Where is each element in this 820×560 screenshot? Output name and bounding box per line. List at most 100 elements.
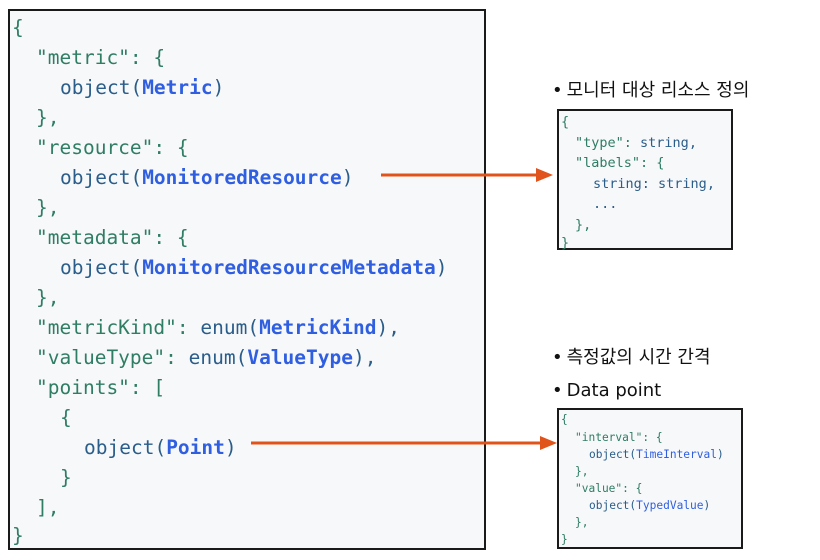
code-line: "metadata": { (36, 223, 189, 253)
punct: : { (153, 226, 189, 249)
code-line: ], (36, 493, 59, 523)
punct: : { (640, 155, 665, 171)
code-line: "metric": { (36, 43, 165, 73)
type-metric-kind: MetricKind (259, 316, 377, 339)
key-value: "value" (575, 482, 623, 495)
key-metric-kind: "metricKind" (36, 316, 177, 339)
code-line: }, (36, 283, 59, 313)
key-value-type: "valueType" (36, 346, 166, 369)
punct: { (60, 406, 72, 429)
code-line: string: string, (593, 174, 715, 195)
type-monitored-resource-metadata: MonitoredResourceMetadata (142, 256, 436, 279)
value-string: string (658, 176, 707, 192)
label-text: 모니터 대상 리소스 정의 (566, 80, 750, 101)
brace-open: { (561, 114, 570, 130)
punct: ) (341, 166, 354, 189)
code-line: }, (575, 463, 588, 480)
code-line: }, (575, 514, 588, 531)
bullet: • (552, 347, 563, 368)
label-resource-definition: •모니터 대상 리소스 정의 (552, 76, 749, 102)
code-line: "resource": { (36, 133, 189, 163)
func-enum: enum( (188, 346, 248, 369)
code-line: "type": string, (575, 133, 697, 154)
key-metadata: "metadata" (36, 226, 154, 249)
bullet: • (552, 380, 563, 401)
punct: : { (153, 136, 189, 159)
type-value-type: ValueType (247, 346, 353, 369)
label-text: Data point (566, 380, 662, 401)
arrow-point-head (540, 436, 557, 450)
code-line: object(MonitoredResourceMetadata) (60, 253, 447, 283)
code-line: "interval": { (575, 429, 663, 446)
punct: , (706, 176, 715, 192)
func-object: object( (60, 76, 143, 99)
monitored-resource-box: { "type": string, "labels": { string: st… (557, 109, 733, 251)
label-time-interval: •측정값의 시간 간격 (552, 343, 711, 369)
punct: }, (36, 106, 60, 129)
func-object: object( (60, 166, 143, 189)
bullet: • (552, 80, 563, 101)
code-line: object(Point) (84, 433, 237, 463)
brace-open: { (12, 16, 24, 39)
code-line: } (60, 463, 72, 493)
code-line: "labels": { (575, 153, 664, 174)
punct: ), (353, 346, 377, 369)
punct: : (623, 135, 641, 151)
metric-schema-box: { "metric": { object(Metric) }, "resourc… (8, 9, 486, 550)
punct: }, (575, 217, 592, 233)
brace-close: } (561, 533, 568, 546)
type-time-interval: TimeInterval (636, 448, 717, 461)
code-line: } (12, 521, 24, 551)
code-line: ... (593, 194, 617, 215)
code-line: { (561, 411, 568, 428)
type-monitored-resource: MonitoredResource (142, 166, 342, 189)
code-line: }, (36, 103, 59, 133)
brace-close: } (561, 235, 570, 251)
punct: ) (435, 256, 448, 279)
punct: : { (642, 431, 663, 444)
code-line: object(TimeInterval) (589, 446, 724, 463)
type-metric: Metric (142, 76, 213, 99)
punct: : [ (129, 376, 166, 399)
code-line: "valueType": enum(ValueType), (36, 343, 376, 373)
punct: } (60, 466, 72, 489)
code-line: object(MonitoredResource) (60, 163, 354, 193)
key-metric: "metric" (36, 46, 130, 69)
punct: }, (36, 286, 60, 309)
code-line: object(TypedValue) (589, 497, 710, 514)
key-interval: "interval" (575, 431, 643, 444)
key-labels: "labels" (575, 155, 641, 171)
punct: : (176, 316, 201, 339)
type-point: Point (166, 436, 225, 459)
punct: ) (224, 436, 237, 459)
punct: }, (575, 516, 589, 529)
label-text: 측정값의 시간 간격 (566, 347, 711, 368)
ellipsis: ... (593, 196, 618, 212)
code-line: } (561, 233, 569, 254)
type-typed-value: TypedValue (636, 499, 704, 512)
arrow-resource-head (536, 168, 553, 182)
punct: : (165, 346, 189, 369)
code-line: "metricKind": enum(MetricKind), (36, 313, 400, 343)
code-line: }, (36, 193, 59, 223)
code-line: } (561, 531, 568, 548)
punct: ], (36, 496, 60, 519)
func-object: object( (589, 448, 637, 461)
brace-close: } (12, 524, 24, 547)
code-line: { (60, 403, 72, 433)
value-string: string (640, 135, 689, 151)
punct: ) (212, 76, 225, 99)
punct: ) (716, 448, 724, 461)
func-object: object( (589, 499, 637, 512)
func-object: object( (84, 436, 167, 459)
punct: : { (622, 482, 643, 495)
code-line: { (12, 13, 24, 43)
punct: : (641, 176, 659, 192)
code-line: { (561, 112, 569, 133)
punct: , (688, 135, 697, 151)
code-line: }, (575, 215, 591, 236)
brace-open: { (561, 413, 568, 426)
code-line: "points": [ (36, 373, 165, 403)
key-type: "type" (575, 135, 624, 151)
